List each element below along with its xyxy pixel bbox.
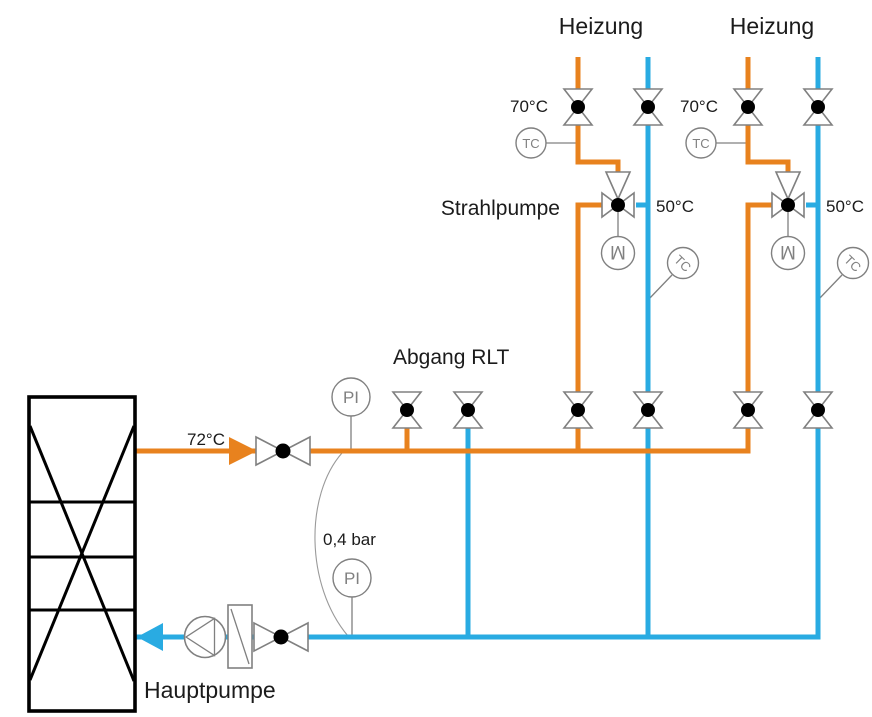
pi-return-label: PI (344, 569, 360, 588)
rlt-outlet-label: Abgang RLT (393, 346, 510, 369)
pump-circle-icon (183, 615, 227, 659)
heizung-left-return-top-valve (632, 88, 664, 126)
tc-right-controller-label: TC (692, 136, 709, 151)
supply-manifold (135, 202, 776, 454)
main-pump-label: Hauptpumpe (144, 677, 276, 703)
heizung-left-supply-riser-valve (562, 391, 594, 429)
strainer (227, 604, 253, 669)
motor-actuator-left-label: M (610, 241, 626, 262)
return-piping (135, 57, 821, 640)
supply-flow-arrow-icon (229, 437, 257, 465)
heizung-right-return-riser-valve (802, 391, 834, 429)
tc-left-return-sensor: TC (666, 246, 700, 280)
jet-pump-label: Strahlpumpe (441, 197, 560, 220)
main-pump (183, 615, 227, 659)
pi-supply-gauge: PI (331, 377, 371, 417)
rlt-supply-valve (391, 391, 423, 429)
instrument-lines (314, 142, 843, 637)
heizung-right-title: Heizung (730, 13, 814, 39)
rlt-return-valve (452, 391, 484, 429)
main-return-valve (253, 621, 309, 653)
heizung-right-supply-top-valve (732, 88, 764, 126)
heizung-right-supply-temp: 70°C (680, 97, 718, 116)
heizung-left-return-temp: 50°C (656, 197, 694, 216)
motor-actuator-left: M (600, 235, 636, 271)
heizung-left-supply-riser (575, 202, 606, 451)
tc-right-sensor-line (817, 274, 843, 301)
jet-pump-mixing-valve-left (601, 171, 635, 219)
heizung-right-return-temp: 50°C (826, 197, 864, 216)
main-supply-valve (255, 435, 311, 467)
heat-exchanger (27, 395, 137, 713)
tc-left-controller: TC (515, 127, 547, 159)
differential-pressure-value: 0,4 bar (323, 530, 376, 549)
heizung-left-return-riser-valve (632, 391, 664, 429)
tc-right-return-sensor: TC (836, 246, 870, 280)
tc-left-controller-label: TC (522, 136, 539, 151)
heizung-left-title: Heizung (559, 13, 643, 39)
tc-right-controller: TC (685, 127, 717, 159)
heizung-left-supply-top-valve (562, 88, 594, 126)
tc-left-sensor-line (647, 274, 673, 301)
heizung-left-supply-temp: 70°C (510, 97, 548, 116)
return-flow-arrow-icon (137, 623, 163, 651)
motor-actuator-right-label: M (780, 241, 796, 262)
heizung-right-supply-riser-valve (732, 391, 764, 429)
return-manifold (135, 57, 821, 640)
differential-pressure-impulse-line (314, 452, 349, 637)
pi-return-gauge: PI (332, 558, 372, 598)
motor-actuator-right: M (770, 235, 806, 271)
main-supply-temp: 72°C (187, 430, 225, 449)
pi-supply-label: PI (343, 388, 359, 407)
pump-direction-triangle-icon (184, 617, 216, 657)
jet-pump-mixing-valve-right (771, 171, 805, 219)
heizung-right-return-top-valve (802, 88, 834, 126)
